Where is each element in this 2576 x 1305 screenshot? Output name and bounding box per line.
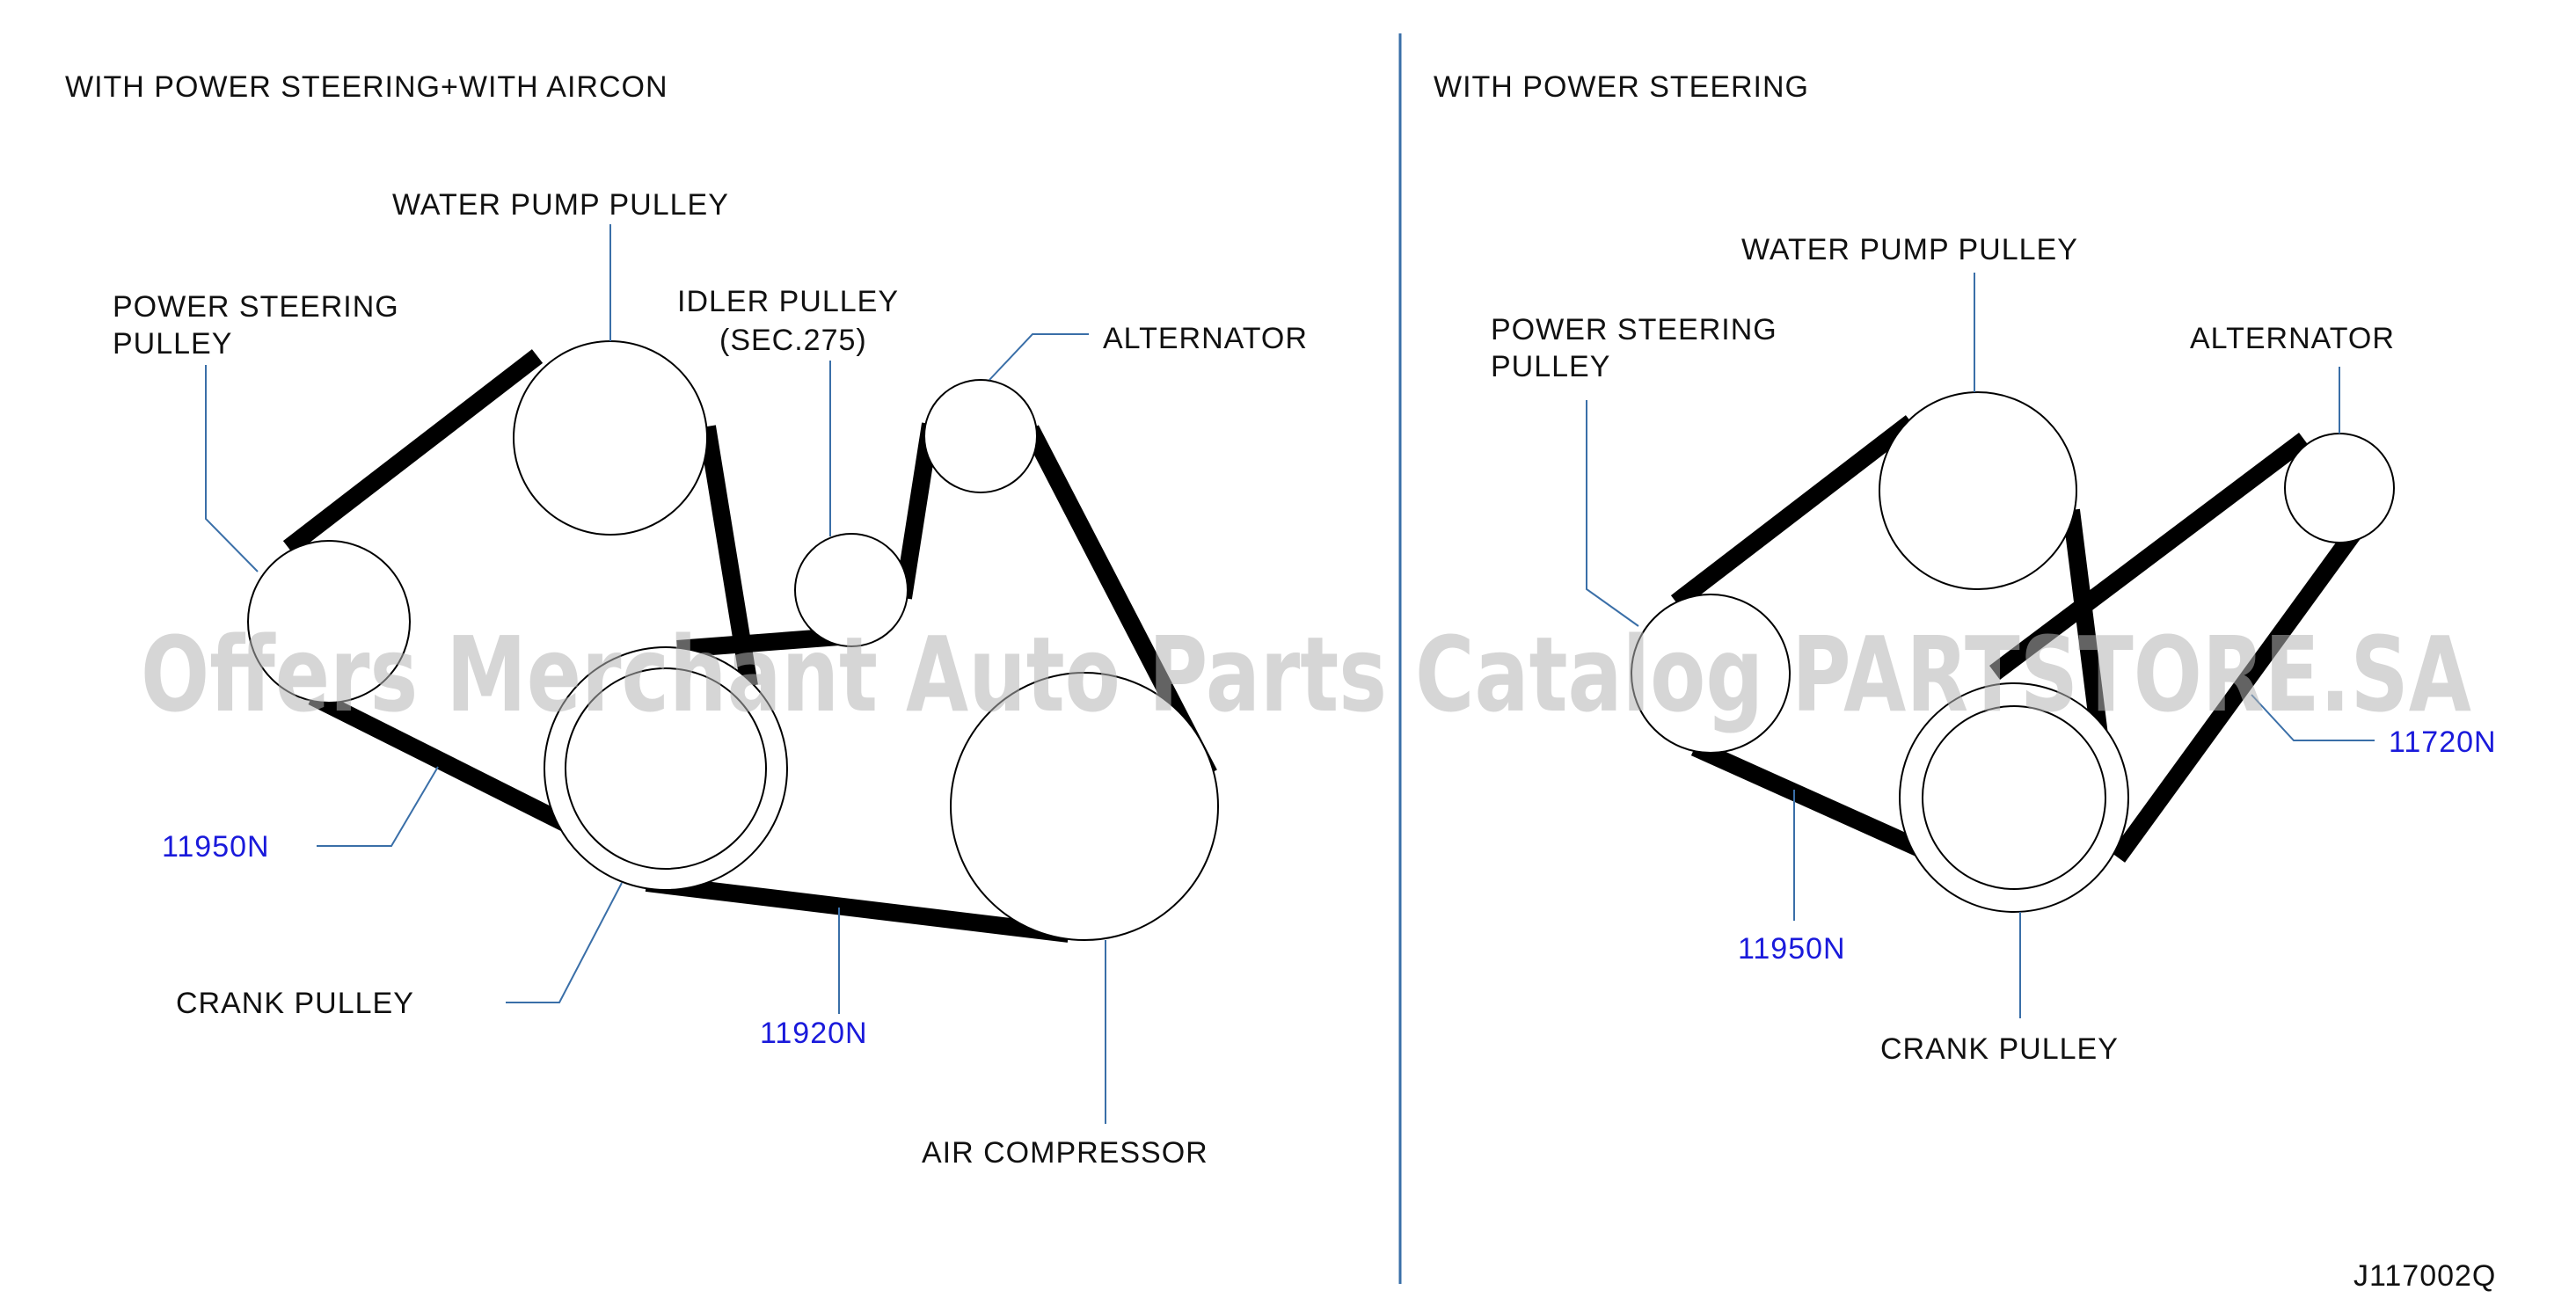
belt-11950n-segment [282, 349, 544, 555]
label-alternator: ALTERNATOR [1103, 322, 1308, 355]
right-panel-title: WITH POWER STEERING [1434, 70, 1809, 104]
air-compressor-pulley [950, 672, 1219, 941]
label-power-steering-pulley: PULLEY [113, 327, 232, 361]
leader-11720n [2251, 694, 2375, 741]
right-panel: WITH POWER STEERING WATER PUMP PULLEY PO… [1434, 70, 2497, 1066]
belt-11950n-segment [1670, 415, 1917, 609]
label-crank-pulley: CRANK PULLEY [1880, 1032, 2119, 1066]
label-water-pump-pulley: WATER PUMP PULLEY [392, 188, 729, 222]
power-steering-pulley [247, 540, 411, 704]
belt-11720n-segment [1989, 433, 2310, 680]
figure-code: J117002Q [2353, 1259, 2496, 1293]
part-number-11720n: 11720N [2389, 725, 2497, 759]
label-idler-pulley: IDLER PULLEY [677, 285, 899, 318]
label-power-steering: POWER STEERING [113, 290, 399, 324]
label-idler-section: (SEC.275) [719, 324, 867, 357]
alternator-pulley [923, 379, 1038, 493]
part-number-11950n: 11950N [162, 830, 270, 864]
water-pump-pulley [513, 340, 708, 536]
power-steering-pulley [1631, 594, 1791, 754]
label-water-pump-pulley: WATER PUMP PULLEY [1741, 233, 2078, 266]
idler-pulley [794, 533, 909, 647]
label-air-compressor: AIR COMPRESSOR [922, 1136, 1208, 1170]
belt-11920n-segment [676, 628, 840, 658]
left-panel-title: WITH POWER STEERING+WITH AIRCON [65, 70, 668, 104]
watermark: Offers Merchant Auto Parts Catalog PARTS… [141, 614, 2471, 735]
label-power-steering: POWER STEERING [1491, 313, 1777, 346]
part-number-11920n: 11920N [760, 1017, 868, 1050]
leader-11950n [317, 766, 439, 847]
part-number-11950n: 11950N [1738, 932, 1846, 966]
belt-11950n-segment [308, 689, 594, 843]
label-alternator: ALTERNATOR [2190, 322, 2395, 355]
belt-11720n-segment [2110, 514, 2372, 863]
belt-11920n-segment [645, 874, 1070, 943]
label-power-steering-pulley: PULLEY [1491, 350, 1610, 383]
alternator-pulley [2284, 433, 2395, 543]
crank-pulley-inner [1922, 705, 2106, 890]
left-panel: WITH POWER STEERING+WITH AIRCON WATER PU… [65, 70, 1308, 1170]
leader-crank [506, 882, 623, 1003]
left-belts [282, 349, 1217, 943]
water-pump-pulley [1879, 391, 2077, 590]
right-belts [1670, 415, 2372, 874]
leader-alternator [989, 333, 1089, 381]
belt-11920n-segment [894, 422, 939, 600]
leader-power-steering [205, 365, 259, 572]
label-crank-pulley: CRANK PULLEY [176, 987, 414, 1020]
crank-pulley-inner [565, 667, 767, 870]
leader-power-steering [1586, 400, 1639, 627]
